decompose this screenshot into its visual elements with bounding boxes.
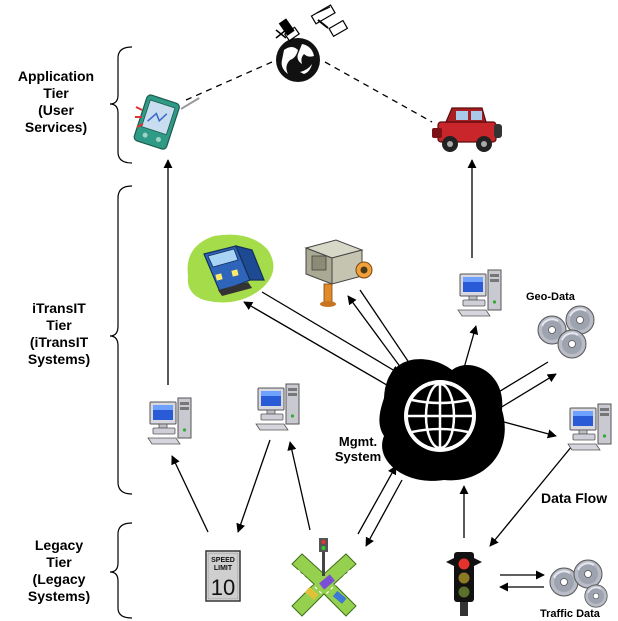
- arrow-globe-to-pc: [463, 325, 479, 369]
- tier-brace-legacy: [109, 522, 133, 619]
- satellite-globe-icon: [275, 4, 349, 82]
- pda-signal-marks: [135, 106, 144, 128]
- arrow-globe-to-geodata: [499, 373, 557, 409]
- pda-handheld-icon[interactable]: [133, 83, 200, 156]
- tier-brace-application: [109, 46, 133, 164]
- svg-text:10: 10: [211, 575, 235, 600]
- satellite-links: [185, 61, 433, 123]
- arrow-globe-to-pc-right: [503, 421, 557, 439]
- arrow-pc-to-speedsign: [236, 439, 271, 533]
- data-flow-label: Data Flow: [541, 490, 608, 506]
- arrow-pc-to-trafficlight: [489, 445, 573, 547]
- arrow-intersection-to-globe: [357, 465, 397, 535]
- mgmt-system-label: Mgmt.System: [334, 434, 382, 464]
- arrow-geodata-to-globe: [491, 361, 549, 397]
- management-globe-icon[interactable]: [379, 359, 505, 481]
- geo-data-label: Geo-Data: [526, 291, 575, 303]
- arrow-camera-to-globe: [359, 289, 415, 371]
- jeep-vehicle-icon[interactable]: [432, 107, 502, 152]
- train-icon[interactable]: [187, 234, 274, 303]
- desktop-computer-icon[interactable]: [567, 403, 612, 451]
- arrow-speedsign-to-pc: [171, 455, 209, 533]
- data-flow-arrows: [163, 159, 573, 592]
- arrow-globe-to-train: [243, 301, 393, 389]
- tier-brace-itransit: [109, 185, 133, 495]
- desktop-computer-icon[interactable]: [457, 269, 502, 317]
- cd-stack-icon[interactable]: [549, 559, 609, 609]
- traffic-data-label: Traffic Data: [540, 608, 600, 620]
- desktop-computer-icon[interactable]: [255, 383, 300, 431]
- cd-stack-icon[interactable]: [537, 305, 595, 359]
- arrow-train-to-globe: [261, 291, 401, 375]
- svg-text:SPEED: SPEED: [211, 557, 235, 564]
- intersection-icon[interactable]: [291, 538, 357, 617]
- surveillance-camera-icon[interactable]: [304, 239, 373, 307]
- arrow-globe-to-intersection: [365, 479, 403, 547]
- arrow-globe-to-camera: [347, 295, 405, 373]
- desktop-computer-icon[interactable]: [147, 397, 192, 445]
- svg-text:LIMIT: LIMIT: [214, 565, 233, 572]
- speed-limit-sign-icon[interactable]: SPEED LIMIT 10: [205, 550, 241, 602]
- traffic-light-icon[interactable]: [446, 552, 482, 616]
- arrow-intersection-to-pc: [287, 441, 311, 531]
